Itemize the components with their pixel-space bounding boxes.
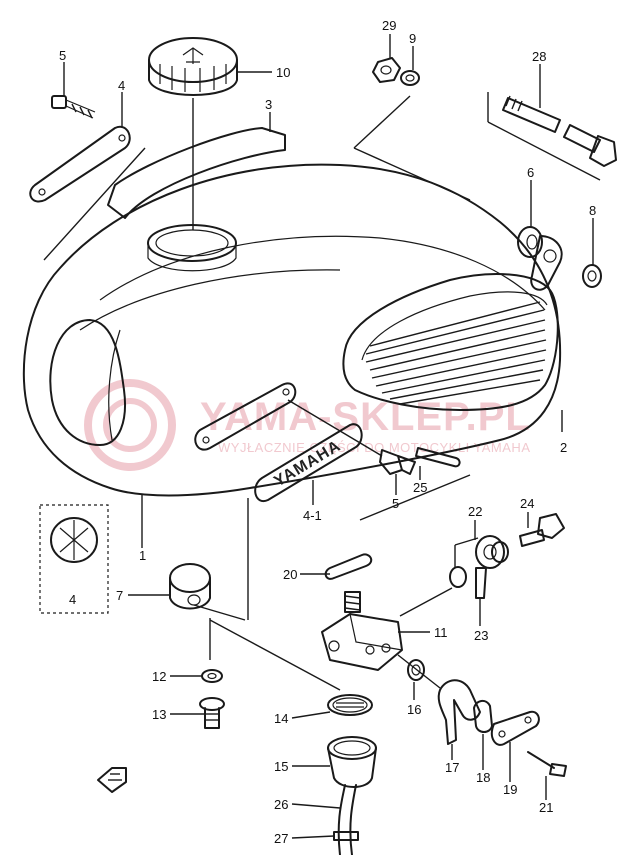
fuel-hose-26 (337, 784, 357, 855)
emblem-inset (39, 504, 109, 614)
fuel-tank (22, 127, 563, 497)
screw-side-5 (379, 449, 416, 475)
watermark: YAMA-SKLEP.PL WYJŁACZNIE CZĘŚCI DO MOTOC… (84, 379, 531, 471)
gasket-18 (473, 700, 493, 733)
bolt-13 (199, 697, 225, 729)
callout-24: 24 (520, 496, 534, 511)
callout-11: 11 (434, 625, 448, 640)
callout-16: 16 (407, 702, 421, 717)
screw-top-left (51, 95, 96, 119)
callout-10: 10 (276, 65, 290, 80)
callout-20: 20 (283, 567, 297, 582)
callout-25: 25 (413, 480, 427, 495)
grommet-6 (517, 226, 543, 258)
callout-26: 26 (274, 797, 288, 812)
callout-15: 15 (274, 759, 288, 774)
knee-grip-rubber (342, 273, 559, 411)
callout-17: 17 (445, 760, 459, 775)
banjo-union-22 (449, 535, 509, 588)
clip-25 (415, 447, 461, 468)
front-arrow-icon (97, 767, 127, 793)
leader-lines (43, 34, 601, 839)
plate-19 (490, 710, 540, 746)
watermark-text: YAMA-SKLEP.PL (200, 395, 531, 439)
hose-clip-27 (333, 831, 359, 841)
fuel-cock-11 (321, 591, 403, 671)
callout-27: 27 (274, 831, 288, 846)
union-bolt-24 (519, 513, 565, 547)
callout-13: 13 (152, 707, 166, 722)
strainer-14 (327, 694, 373, 716)
callout-6: 6 (527, 165, 534, 180)
nut-29 (372, 57, 401, 83)
emblem-plate-left-top (29, 125, 131, 203)
callout-28: 28 (532, 49, 546, 64)
callout-3: 3 (265, 97, 272, 112)
washer-8 (582, 264, 602, 288)
callout-14: 14 (274, 711, 288, 726)
damper-rubber-7 (169, 563, 211, 610)
callout-4-top: 4 (118, 78, 125, 93)
nipple-23 (475, 567, 487, 599)
o-ring-16 (407, 659, 425, 681)
callout-5-side: 5 (392, 496, 399, 511)
fuel-cap (148, 37, 238, 96)
callout-2: 2 (560, 440, 567, 455)
bolt-28 (502, 95, 617, 167)
callout-1: 1 (139, 548, 146, 563)
gasket-20 (324, 553, 373, 580)
watermark-logo-outer (84, 379, 176, 471)
callout-21: 21 (539, 800, 553, 815)
callout-7: 7 (116, 588, 123, 603)
callouts: 5 4 10 3 29 9 28 6 8 2 5 25 4-1 1 4 7 20… (59, 18, 596, 846)
callout-12: 12 (152, 669, 166, 684)
callout-19: 19 (503, 782, 517, 797)
lever-17 (437, 679, 481, 745)
watermark-subtext: WYJŁACZNIE CZĘŚCI DO MOTOCYKLI YAMAHA (218, 440, 531, 455)
callout-5-top: 5 (59, 48, 66, 63)
washer-12 (201, 669, 223, 683)
callout-9: 9 (409, 31, 416, 46)
callout-18: 18 (476, 770, 490, 785)
callout-23: 23 (474, 628, 488, 643)
tuning-fork-emblem-icon (182, 47, 204, 64)
cup-15 (327, 736, 377, 788)
callout-4-1: 4-1 (303, 508, 322, 523)
callout-22: 22 (468, 504, 482, 519)
watermark-logo-inner (103, 398, 157, 452)
screw-21 (527, 751, 567, 777)
callout-4-inset: 4 (69, 592, 76, 607)
callout-8: 8 (589, 203, 596, 218)
callout-29: 29 (382, 18, 396, 33)
washer-9 (400, 70, 420, 86)
